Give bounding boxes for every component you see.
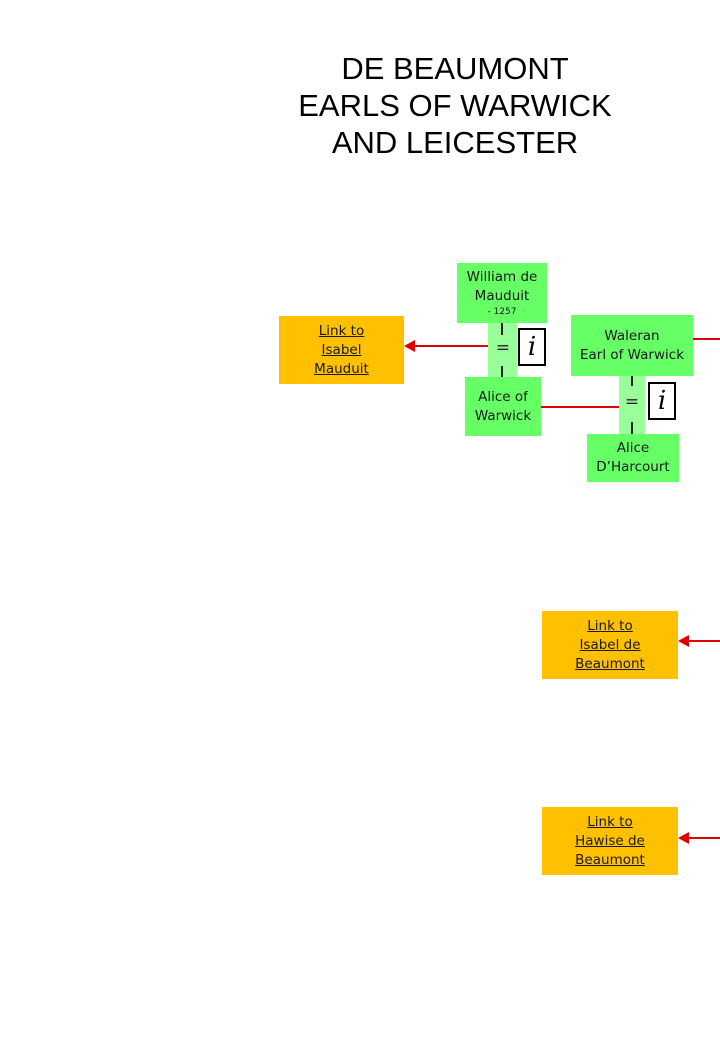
- link-text-line-3: Beaumont: [575, 851, 645, 868]
- info-icon[interactable]: i: [518, 328, 546, 366]
- connector-line-alice-to-waleran: [541, 406, 619, 408]
- person-william-de-mauduit[interactable]: William de Mauduit - 1257: [457, 263, 547, 323]
- page-title: DE BEAUMONT EARLS OF WARWICK AND LEICEST…: [250, 50, 660, 161]
- link-text-line-3: Mauduit: [314, 360, 369, 377]
- link-text-line-2: Isabel: [321, 341, 362, 358]
- marriage-symbol: =: [495, 338, 511, 358]
- connector-line-isabel-beaumont: [688, 640, 720, 642]
- title-line-3: AND LEICESTER: [331, 125, 579, 160]
- person-name-line-2: Warwick: [474, 407, 532, 424]
- person-waleran-earl-of-warwick[interactable]: Waleran Earl of Warwick: [571, 315, 693, 376]
- person-name-line-1: William de: [466, 269, 538, 285]
- marriage-symbol: =: [624, 392, 640, 412]
- title-line-2: EARLS OF WARWICK: [298, 88, 612, 123]
- person-name-line-1: Alice: [616, 440, 650, 456]
- arrow-left-icon: [404, 340, 415, 352]
- person-name-line-1: Alice of: [478, 388, 528, 405]
- connector-line-hawise-beaumont: [688, 837, 720, 839]
- person-alice-dharcourt[interactable]: Alice D’Harcourt: [587, 434, 679, 482]
- person-alice-of-warwick[interactable]: Alice of Warwick: [465, 377, 541, 436]
- link-text-line-3: Beaumont: [575, 655, 645, 672]
- info-icon-glyph: i: [657, 386, 667, 416]
- link-hawise-de-beaumont[interactable]: Link to Hawise de Beaumont: [542, 807, 678, 875]
- link-isabel-de-beaumont[interactable]: Link to Isabel de Beaumont: [542, 611, 678, 679]
- person-name-line-2: Mauduit: [474, 288, 530, 304]
- arrow-left-icon: [678, 635, 689, 647]
- title-line-1: DE BEAUMONT: [341, 51, 569, 86]
- person-dates: - 1257: [487, 307, 517, 317]
- person-name-line-1: Waleran: [604, 327, 660, 344]
- descent-line-waleran-top: [631, 376, 633, 386]
- link-text-line-2: Hawise de: [575, 832, 645, 849]
- link-text-line-1: Link to: [318, 322, 365, 339]
- info-icon-glyph: i: [527, 332, 537, 362]
- arrow-left-icon: [678, 832, 689, 844]
- connector-line-waleran-right: [693, 338, 720, 340]
- person-name-line-2: Earl of Warwick: [579, 346, 685, 363]
- descent-line-waleran-bottom: [631, 422, 633, 434]
- descent-line-mauduit-top: [501, 323, 503, 335]
- link-text-line-1: Link to: [587, 813, 633, 830]
- link-text-line-1: Link to: [587, 617, 633, 634]
- descent-line-mauduit-bottom: [501, 366, 503, 377]
- connector-line-isabel-mauduit: [414, 345, 488, 347]
- link-text-line-2: Isabel de: [579, 636, 641, 653]
- info-icon[interactable]: i: [648, 382, 676, 420]
- link-isabel-mauduit[interactable]: Link to Isabel Mauduit: [279, 316, 404, 384]
- person-name-line-2: D’Harcourt: [596, 459, 670, 475]
